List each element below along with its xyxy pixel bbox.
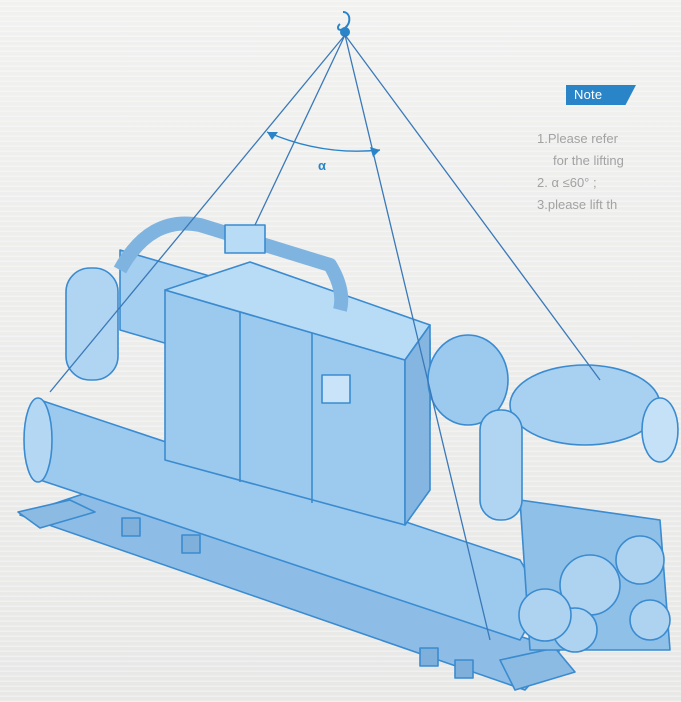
valve-4	[454, 659, 474, 679]
note-line-1: 1.Please refer	[537, 131, 618, 146]
condenser-end-left	[23, 397, 53, 483]
lifting-hook	[336, 11, 351, 37]
sling-3	[344, 34, 491, 641]
compressor-right-end	[641, 397, 679, 463]
valve-1	[121, 517, 141, 537]
oil-separator-right	[479, 409, 523, 521]
flange-2	[615, 535, 665, 585]
sling-4	[344, 34, 601, 381]
note-line-2: for the lifting	[553, 153, 624, 168]
compressor-top	[224, 224, 266, 254]
sling-1	[49, 34, 346, 393]
note-list: 1.Please refer for the lifting 2. α ≤60°…	[537, 128, 681, 216]
compressor-right-body	[509, 364, 661, 446]
control-cabinet-side	[404, 324, 431, 526]
oil-separator-left	[65, 267, 119, 381]
angle-arc	[266, 131, 381, 152]
skid-foot-left	[17, 499, 96, 529]
flange-4	[629, 599, 671, 641]
valve-2	[181, 534, 201, 554]
skid-foot-right	[499, 647, 576, 691]
sling-2	[254, 34, 346, 226]
note-line-4: 3.please lift th	[537, 197, 618, 212]
note-tag: Note	[566, 85, 636, 105]
discharge-pipe	[113, 216, 349, 312]
note-tag-label: Note	[574, 87, 603, 102]
angle-arrow-left	[267, 132, 278, 140]
valve-3	[419, 647, 439, 667]
cabinet-window	[321, 374, 351, 404]
note-line-3: 2. α ≤60° ;	[537, 175, 597, 190]
angle-label: α	[318, 158, 326, 173]
flange-5	[518, 588, 572, 642]
angle-arrow-right	[370, 147, 380, 157]
lifting-slings	[49, 34, 601, 641]
